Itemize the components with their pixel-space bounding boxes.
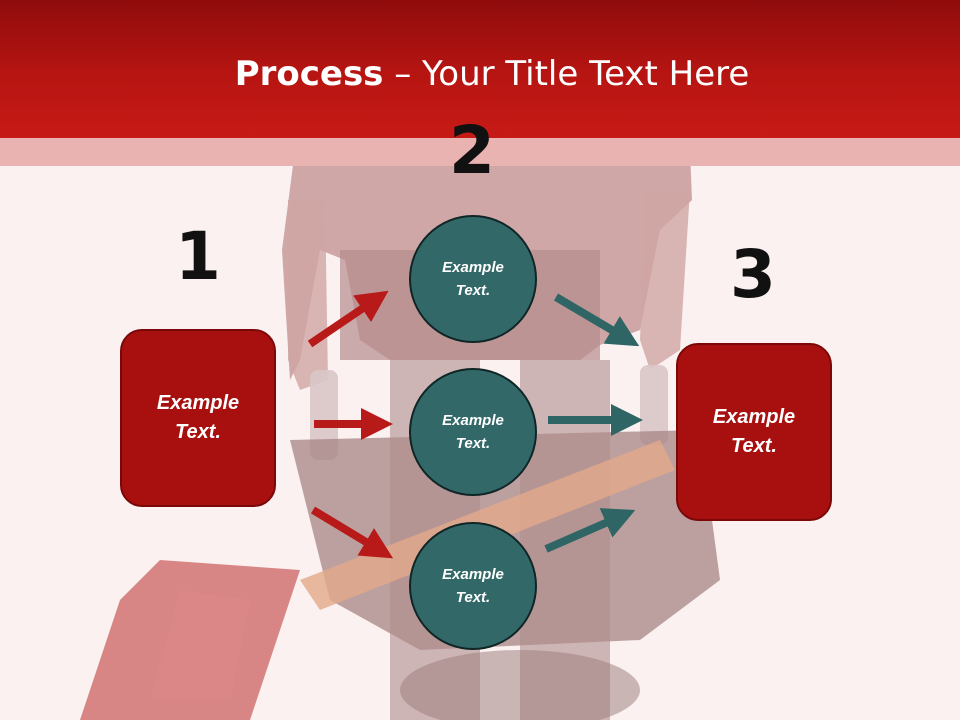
circle-bottom-text: Example Text. <box>442 566 504 606</box>
title-bold: Process <box>234 54 384 94</box>
slide-title: Process – Your Title Text Here <box>0 52 960 96</box>
arrow-teal-down <box>553 293 640 347</box>
circle-top: Example Text. <box>409 215 537 343</box>
title-bar <box>0 0 960 138</box>
step-number-2: 2 <box>449 112 495 189</box>
circle-bottom: Example Text. <box>409 522 537 650</box>
title-rest: – Your Title Text Here <box>383 54 750 94</box>
arrow-red-down <box>310 506 394 559</box>
step-number-3: 3 <box>730 236 776 313</box>
right-box: Example Text. <box>676 343 832 521</box>
circle-middle: Example Text. <box>409 368 537 496</box>
circle-top-text: Example Text. <box>442 259 504 299</box>
arrow-teal-up <box>544 508 636 553</box>
right-box-text: Example Text. <box>712 406 796 457</box>
arrow-red-up <box>307 290 389 348</box>
left-box: Example Text. <box>120 329 276 507</box>
left-box-text: Example Text. <box>156 392 240 443</box>
circle-middle-text: Example Text. <box>442 412 504 452</box>
step-number-1: 1 <box>175 218 221 295</box>
title-bar-band <box>0 138 960 166</box>
